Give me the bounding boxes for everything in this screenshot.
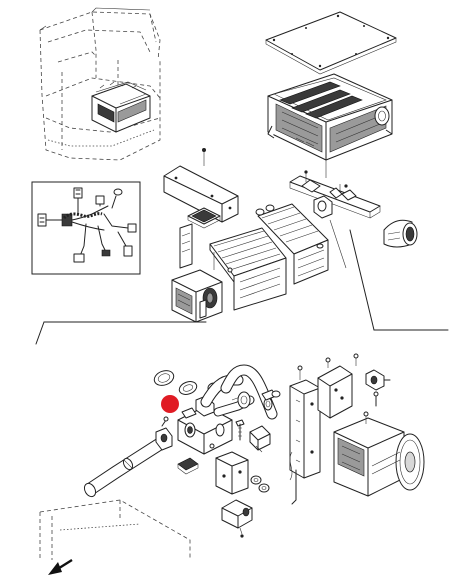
sensor-connector [221, 499, 253, 538]
heater-core-left [209, 227, 287, 311]
blower-housing-detail [333, 411, 425, 497]
arrow-down-left-icon [48, 558, 73, 575]
cable-harness [37, 187, 137, 263]
cab-frame [39, 7, 161, 161]
heater-core-right [255, 203, 329, 285]
cover-plate [265, 11, 397, 75]
battery-pack-small [91, 81, 151, 133]
o-ring-large [153, 370, 175, 386]
leader-line-rail [329, 219, 347, 269]
support-bracket-tall [289, 365, 321, 505]
control-module [187, 207, 221, 229]
foam-pad [177, 457, 199, 475]
o-ring-medium [178, 381, 198, 395]
grommet-pair [250, 475, 270, 493]
harness-inset [31, 181, 141, 275]
highlight-marker [161, 395, 179, 413]
pressure-switch [365, 369, 391, 391]
angle-bracket-upper [317, 353, 359, 419]
bracket-clip [249, 425, 271, 453]
blower-unit [171, 269, 223, 323]
cab-floor-frame [39, 499, 191, 560]
hose-clamp [155, 416, 173, 451]
mounting-plate-lower [215, 451, 249, 495]
vent-outlet [383, 219, 418, 248]
filter-element [179, 223, 193, 269]
detail-callout-frame [35, 229, 449, 345]
drain-hose [83, 433, 173, 498]
pipe-rail [289, 170, 381, 219]
pipe-clamp [237, 391, 251, 409]
screw-small [373, 391, 379, 407]
bolt-vertical [235, 419, 245, 441]
battery-housing [267, 73, 393, 161]
mounting-bracket-upper [163, 148, 239, 223]
